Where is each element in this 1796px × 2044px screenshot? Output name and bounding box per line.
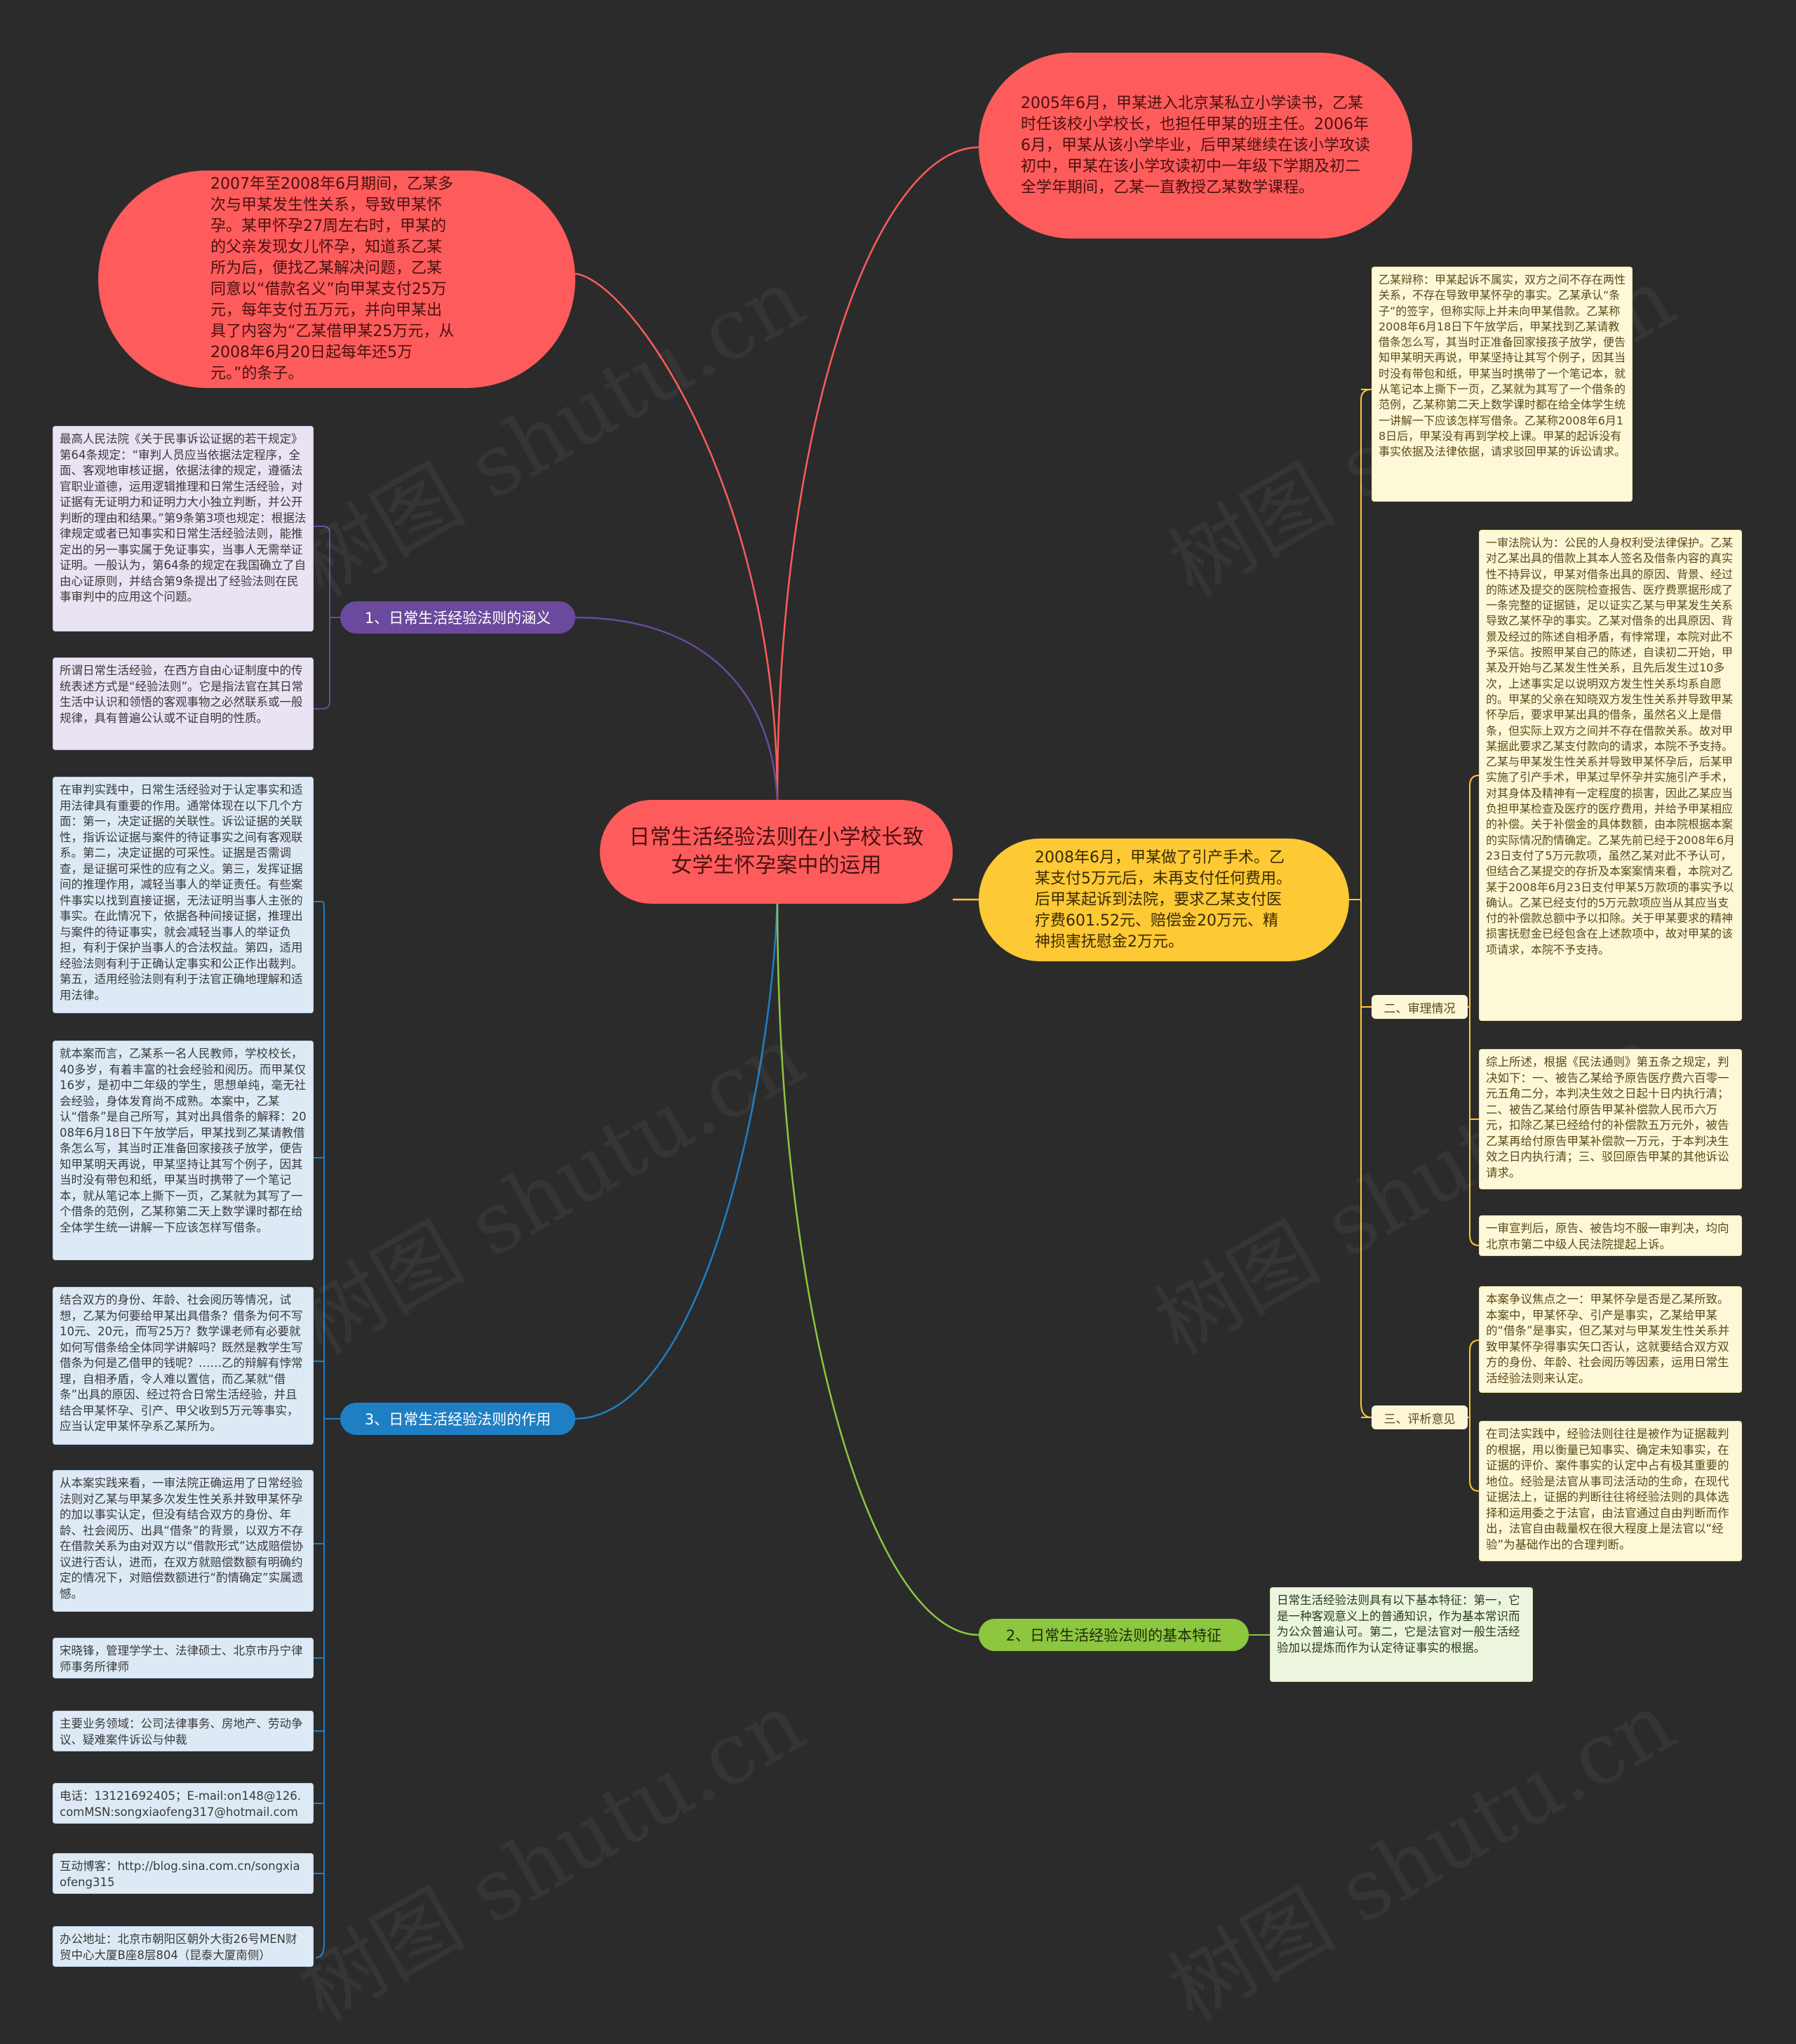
card-contact: 电话：13121692405；E-mail:on148@126.comMSN:s… bbox=[53, 1783, 314, 1824]
fact-node-relationship-text: 2007年至2008年6月期间，乙某多次与甲某发生性关系，导致甲某怀孕。某甲怀孕… bbox=[210, 175, 455, 382]
card-address: 办公地址：北京市朝阳区朝外大街26号MEN财贸中心大厦B座8层804（昆泰大厦南… bbox=[53, 1926, 314, 1967]
branch-function[interactable]: 3、日常生活经验法则的作用 bbox=[340, 1403, 575, 1435]
branch-trial-label: 二、审理情况 bbox=[1383, 1001, 1456, 1016]
branch-features-label: 2、日常生活经验法则的基本特征 bbox=[1005, 1627, 1222, 1644]
card-blog: 互动博客：http://blog.sina.com.cn/songxiaofen… bbox=[53, 1853, 314, 1894]
branch-review-label: 三、评析意见 bbox=[1383, 1412, 1456, 1427]
fact-node-lawsuit-text: 2008年6月，甲某做了引产手术。乙某支付5万元后，未再支付任何费用。后甲某起诉… bbox=[1035, 848, 1292, 951]
fact-node-relationship[interactable]: 2007年至2008年6月期间，乙某多次与甲某发生性关系，导致甲某怀孕。某甲怀孕… bbox=[98, 171, 575, 388]
fact-node-lawsuit[interactable]: 2008年6月，甲某做了引产手术。乙某支付5万元后，未再支付任何费用。后甲某起诉… bbox=[979, 839, 1349, 961]
branch-meaning[interactable]: 1、日常生活经验法则的涵义 bbox=[340, 601, 575, 634]
card-function-3: 结合双方的身份、年龄、社会阅历等情况，试想，乙某为何要给甲某出具借条？借条为何不… bbox=[53, 1287, 314, 1445]
fact-node-enrollment[interactable]: 2005年6月，甲某进入北京某私立小学读书，乙某时任该校小学校长，也担任甲某的班… bbox=[979, 53, 1412, 239]
card-appeal: 一审宣判后，原告、被告均不服一审判决，均向北京市第二中级人民法院提起上诉。 bbox=[1479, 1215, 1742, 1256]
card-features: 日常生活经验法则具有以下基本特征：第一，它是一种客观意义上的普通知识，作为基本常… bbox=[1270, 1587, 1533, 1682]
fact-node-enrollment-text: 2005年6月，甲某进入北京某私立小学读书，乙某时任该校小学校长，也担任甲某的班… bbox=[1021, 94, 1370, 196]
central-topic[interactable]: 日常生活经验法则在小学校长致女学生怀孕案中的运用 bbox=[600, 800, 953, 904]
card-review-focus: 本案争议焦点之一：甲某怀孕是否是乙某所致。本案中，甲某怀孕、引产是事实，乙某给甲… bbox=[1479, 1286, 1742, 1393]
branch-meaning-label: 1、日常生活经验法则的涵义 bbox=[364, 610, 551, 627]
card-function-1: 在审判实践中，日常生活经验对于认定事实和适用法律具有重要的作用。通常体现在以下几… bbox=[53, 777, 314, 1013]
card-defendant-argument: 乙某辩称：甲某起诉不属实，双方之间不存在两性关系，不存在导致甲某怀孕的事实。乙某… bbox=[1372, 267, 1633, 502]
card-review-practice: 在司法实践中，经验法则往往是被作为证据裁判的根据，用以衡量已知事实、确定未知事实… bbox=[1479, 1421, 1742, 1561]
branch-trial[interactable]: 二、审理情况 bbox=[1372, 995, 1468, 1019]
card-meaning-1: 最高人民法院《关于民事诉讼证据的若干规定》第64条规定：“审判人员应当依据法定程… bbox=[53, 426, 314, 632]
card-first-instance-opinion: 一审法院认为：公民的人身权利受法律保护。乙某对乙某出具的借款上其本人签名及借条内… bbox=[1479, 530, 1742, 1021]
card-practice-areas: 主要业务领域：公司法律事务、房地产、劳动争议、疑难案件诉讼与仲裁 bbox=[53, 1711, 314, 1751]
card-author: 宋晓锋，管理学学士、法律硕士、北京市丹宁律师事务所律师 bbox=[53, 1638, 314, 1678]
card-function-4: 从本案实践来看，一审法院正确运用了日常经验法则对乙某与甲某多次发生性关系并致甲某… bbox=[53, 1470, 314, 1612]
branch-review[interactable]: 三、评析意见 bbox=[1372, 1405, 1468, 1429]
card-meaning-2: 所谓日常生活经验，在西方自由心证制度中的传统表述方式是“经验法则”。它是指法官在… bbox=[53, 657, 314, 750]
card-function-2: 就本案而言，乙某系一名人民教师，学校校长，40多岁，有着丰富的社会经验和阅历。而… bbox=[53, 1041, 314, 1260]
card-judgment: 综上所述，根据《民法通则》第五条之规定，判决如下：一、被告乙某给予原告医疗费六百… bbox=[1479, 1049, 1742, 1189]
branch-function-label: 3、日常生活经验法则的作用 bbox=[364, 1411, 551, 1428]
central-topic-title: 日常生活经验法则在小学校长致女学生怀孕案中的运用 bbox=[629, 825, 924, 878]
branch-features[interactable]: 2、日常生活经验法则的基本特征 bbox=[979, 1619, 1249, 1651]
